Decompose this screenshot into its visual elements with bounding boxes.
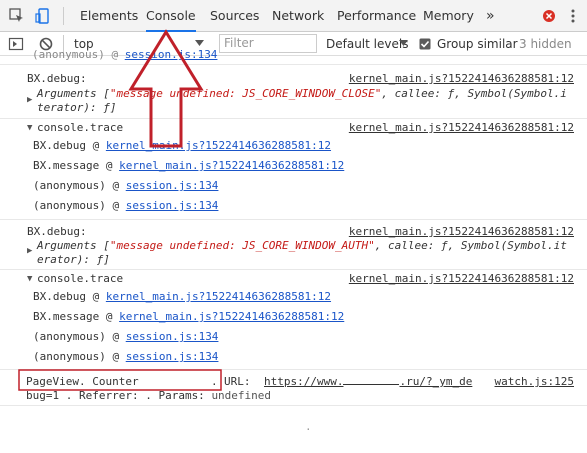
tab-network[interactable]: Network bbox=[272, 8, 325, 23]
tab-sources[interactable]: Sources bbox=[210, 8, 260, 23]
expand-triangle-icon[interactable]: ▶ bbox=[27, 95, 33, 105]
frame-link[interactable]: kernel_main.js?1522414636288581:12 bbox=[105, 139, 332, 152]
log-arguments-cont: erator): ƒ] bbox=[37, 253, 110, 266]
pageview-dot: . bbox=[211, 375, 218, 388]
pageview-url-label: URL: bbox=[224, 375, 251, 388]
more-tabs-button[interactable]: » bbox=[486, 8, 495, 24]
row-divider bbox=[0, 219, 587, 220]
cutoff-row: (anonymous) @ session.js:134 bbox=[32, 48, 218, 61]
filter-input[interactable]: Filter bbox=[219, 34, 317, 53]
trace-frame: BX.debug @ kernel_main.js?15224146362885… bbox=[33, 290, 332, 303]
clear-console-icon[interactable] bbox=[38, 36, 54, 52]
frame-link[interactable]: session.js:134 bbox=[125, 350, 219, 363]
log-label: BX.debug: bbox=[27, 225, 87, 238]
tab-performance[interactable]: Performance bbox=[337, 8, 417, 23]
trace-frame: (anonymous) @ session.js:134 bbox=[33, 350, 219, 363]
log-arguments[interactable]: Arguments ["message undefined: JS_CORE_W… bbox=[37, 239, 567, 252]
trace-frame: (anonymous) @ session.js:134 bbox=[33, 179, 219, 192]
stray-dot: . bbox=[305, 420, 312, 433]
tab-elements[interactable]: Elements bbox=[80, 8, 139, 23]
frame-link[interactable]: session.js:134 bbox=[125, 330, 219, 343]
expand-triangle-icon[interactable]: ▶ bbox=[27, 246, 33, 256]
row-divider bbox=[0, 369, 587, 370]
pageview-source-link[interactable]: watch.js:125 bbox=[494, 375, 574, 388]
console-output: (anonymous) @ session.js:134 BX.debug: k… bbox=[0, 48, 587, 453]
log-source-link[interactable]: kernel_main.js?1522414636288581:12 bbox=[348, 225, 574, 238]
trace-source-link[interactable]: kernel_main.js?1522414636288581:12 bbox=[348, 272, 574, 285]
pageview-line2: bug=1 . Referrer: . Params: undefined bbox=[26, 389, 272, 402]
context-dropdown-icon[interactable] bbox=[195, 40, 204, 47]
frame-link[interactable]: kernel_main.js?1522414636288581:12 bbox=[119, 310, 345, 323]
collapse-triangle-icon[interactable]: ▼ bbox=[27, 274, 33, 284]
frame-link[interactable]: kernel_main.js?1522414636288581:12 bbox=[105, 290, 332, 303]
log-source-link[interactable]: kernel_main.js?1522414636288581:12 bbox=[348, 72, 574, 85]
trace-label: console.trace bbox=[37, 272, 124, 285]
tab-console[interactable]: Console bbox=[146, 0, 196, 32]
console-filter-bar: top Filter Default levels Group similar … bbox=[0, 32, 587, 56]
toolbar-separator bbox=[63, 7, 64, 25]
log-label: BX.debug: bbox=[27, 72, 87, 85]
pageview-url[interactable]: https://www..ru/?_ym_de bbox=[264, 375, 473, 388]
group-similar-label: Group similar bbox=[437, 37, 518, 51]
group-similar-checkbox[interactable] bbox=[419, 38, 431, 50]
hidden-count: 3 hidden bbox=[519, 37, 572, 51]
frame-link[interactable]: session.js:134 bbox=[125, 179, 219, 192]
error-count-icon[interactable] bbox=[540, 7, 558, 25]
trace-frame: (anonymous) @ session.js:134 bbox=[33, 199, 219, 212]
collapse-triangle-icon[interactable]: ▼ bbox=[27, 123, 33, 133]
filterbar-separator bbox=[63, 35, 64, 53]
row-divider bbox=[0, 64, 587, 65]
pageview-label: PageView. Counter bbox=[26, 375, 139, 388]
levels-dropdown[interactable]: Default levels bbox=[326, 37, 409, 51]
devtools-toolbar: Elements Console Sources Network Perform… bbox=[0, 0, 587, 32]
trace-source-link[interactable]: kernel_main.js?1522414636288581:12 bbox=[348, 121, 574, 134]
log-arguments-cont: terator): ƒ] bbox=[37, 101, 117, 114]
inspect-element-icon[interactable] bbox=[8, 7, 26, 25]
trace-frame: BX.message @ kernel_main.js?152241463628… bbox=[33, 310, 345, 323]
log-arguments[interactable]: Arguments ["message undefined: JS_CORE_W… bbox=[37, 87, 567, 100]
trace-frame: (anonymous) @ session.js:134 bbox=[33, 330, 219, 343]
context-selector[interactable]: top bbox=[74, 37, 94, 51]
frame-link[interactable]: session.js:134 bbox=[125, 199, 219, 212]
trace-frame: BX.debug @ kernel_main.js?15224146362885… bbox=[33, 139, 332, 152]
trace-frame: BX.message @ kernel_main.js?152241463628… bbox=[33, 159, 345, 172]
show-sidebar-icon[interactable] bbox=[8, 36, 24, 52]
kebab-menu-icon[interactable] bbox=[564, 7, 582, 25]
row-divider bbox=[0, 118, 587, 119]
tab-memory[interactable]: Memory bbox=[423, 8, 474, 23]
levels-dropdown-icon[interactable] bbox=[399, 40, 408, 47]
frame-link[interactable]: kernel_main.js?1522414636288581:12 bbox=[119, 159, 345, 172]
row-divider bbox=[0, 405, 587, 406]
trace-label: console.trace bbox=[37, 121, 124, 134]
row-divider bbox=[0, 269, 587, 270]
device-toolbar-icon[interactable] bbox=[34, 7, 52, 25]
